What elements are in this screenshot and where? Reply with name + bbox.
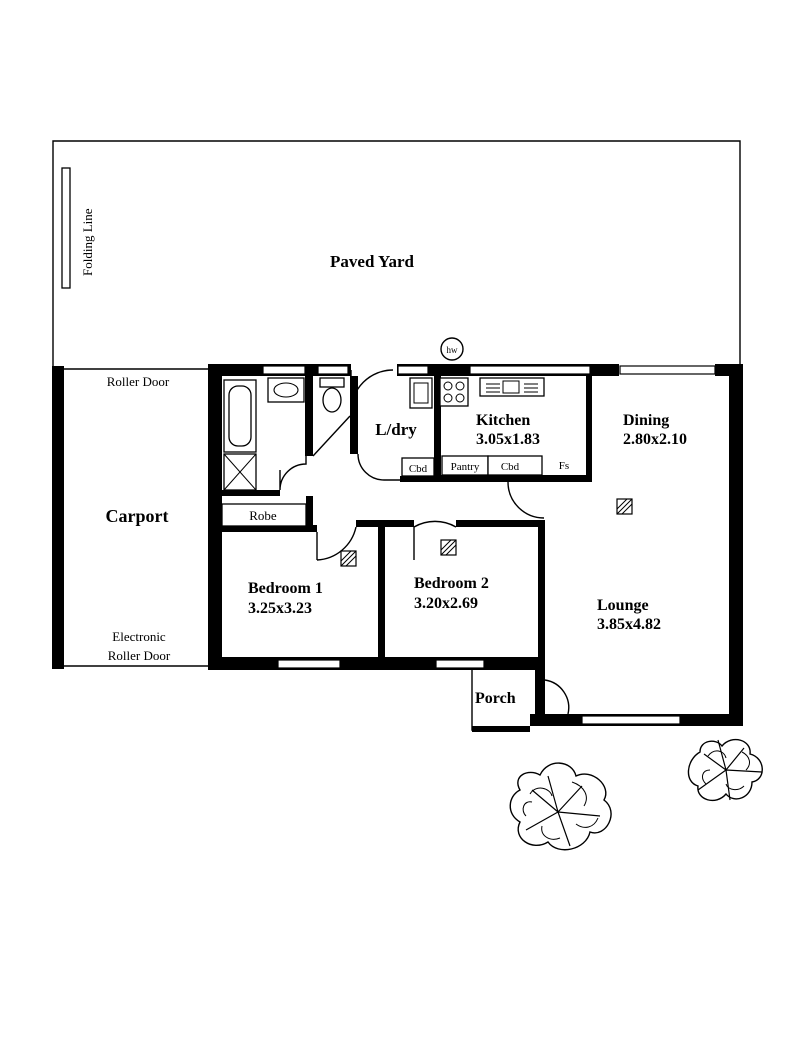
lounge-label: Lounge xyxy=(597,597,649,614)
bedroom2-size: 3.20x2.69 xyxy=(414,595,478,612)
robe-label: Robe xyxy=(249,508,277,523)
bathtub-inner xyxy=(228,385,252,447)
front-door-swing xyxy=(544,679,570,715)
laundry-window xyxy=(397,365,429,375)
paved-yard-label: Paved Yard xyxy=(330,252,414,271)
yard-boundary xyxy=(52,140,741,368)
porch-step xyxy=(472,726,530,732)
wc-laundry-wall xyxy=(350,376,358,454)
kitchen-south-wall xyxy=(434,475,590,482)
bath-wc-wall xyxy=(305,376,313,456)
folding-line-bar xyxy=(61,167,71,289)
bedroom1-size: 3.25x3.23 xyxy=(248,600,312,617)
porch-label: Porch xyxy=(475,690,516,707)
kitchen-east-wall xyxy=(586,376,592,482)
stove-icon xyxy=(439,377,469,407)
porch-side-wall xyxy=(535,657,545,721)
bedroom2-label: Bedroom 2 xyxy=(414,575,489,592)
carport-left-wall xyxy=(52,366,64,669)
fridge-space-label: Fs xyxy=(559,460,569,472)
dining-window xyxy=(619,365,716,375)
electronic-label: Electronic xyxy=(112,629,166,644)
wc-window xyxy=(317,365,349,375)
toilet-icon xyxy=(319,377,345,388)
bedroom1-north-wall xyxy=(222,525,317,532)
folding-line-label: Folding Line xyxy=(80,208,95,276)
tree-right-icon xyxy=(687,738,763,802)
roller-door-label: Roller Door xyxy=(107,374,170,389)
laundry-cupboard-label: Cbd xyxy=(409,463,428,475)
carport-label: Carport xyxy=(106,506,169,526)
bedroom2-window xyxy=(435,659,485,669)
east-wall xyxy=(729,364,743,726)
bath-window xyxy=(262,365,306,375)
robe-east-wall xyxy=(306,496,313,530)
robe xyxy=(221,503,307,527)
hall-west-wall xyxy=(222,490,280,496)
bedroom2-door-swing xyxy=(413,520,457,560)
bedroom-hall-wall-b xyxy=(456,520,544,527)
electronic-roller-door-label: Roller Door xyxy=(108,648,171,663)
kitchen-window xyxy=(469,365,591,375)
dining-label: Dining xyxy=(623,412,669,429)
laundry-cupboard xyxy=(401,457,435,477)
laundry-kitchen-wall xyxy=(434,376,441,480)
bedroom-divider-wall xyxy=(378,520,385,660)
hot-water-icon xyxy=(440,337,464,361)
south-wall-bedrooms xyxy=(208,657,545,670)
bedroom1-door-swing xyxy=(316,526,357,561)
lounge-window xyxy=(581,715,681,725)
bedroom1-label: Bedroom 1 xyxy=(248,580,323,597)
wc-door-swing xyxy=(312,415,351,457)
pantry-label: Pantry xyxy=(451,461,480,473)
laundry-door-swing xyxy=(357,453,400,481)
kitchen-door-swing xyxy=(507,481,545,519)
tree-left-icon xyxy=(509,762,612,851)
laundry-south-wall xyxy=(400,476,436,482)
kitchen-label: Kitchen xyxy=(476,412,530,429)
hot-water-label: hw xyxy=(447,345,459,355)
lounge-size: 3.85x4.82 xyxy=(597,616,661,633)
kitchen-cupboard xyxy=(487,455,543,476)
kitchen-size: 3.05x1.83 xyxy=(476,431,540,448)
dining-size: 2.80x2.10 xyxy=(623,431,687,448)
bedroom2-east-wall xyxy=(538,520,545,660)
west-wall xyxy=(208,366,222,670)
bedroom1-window xyxy=(277,659,341,669)
laundry-label: L/dry xyxy=(375,420,417,439)
bath-door-swing xyxy=(279,456,307,491)
kitchen-cupboard-label: Cbd xyxy=(501,461,520,473)
